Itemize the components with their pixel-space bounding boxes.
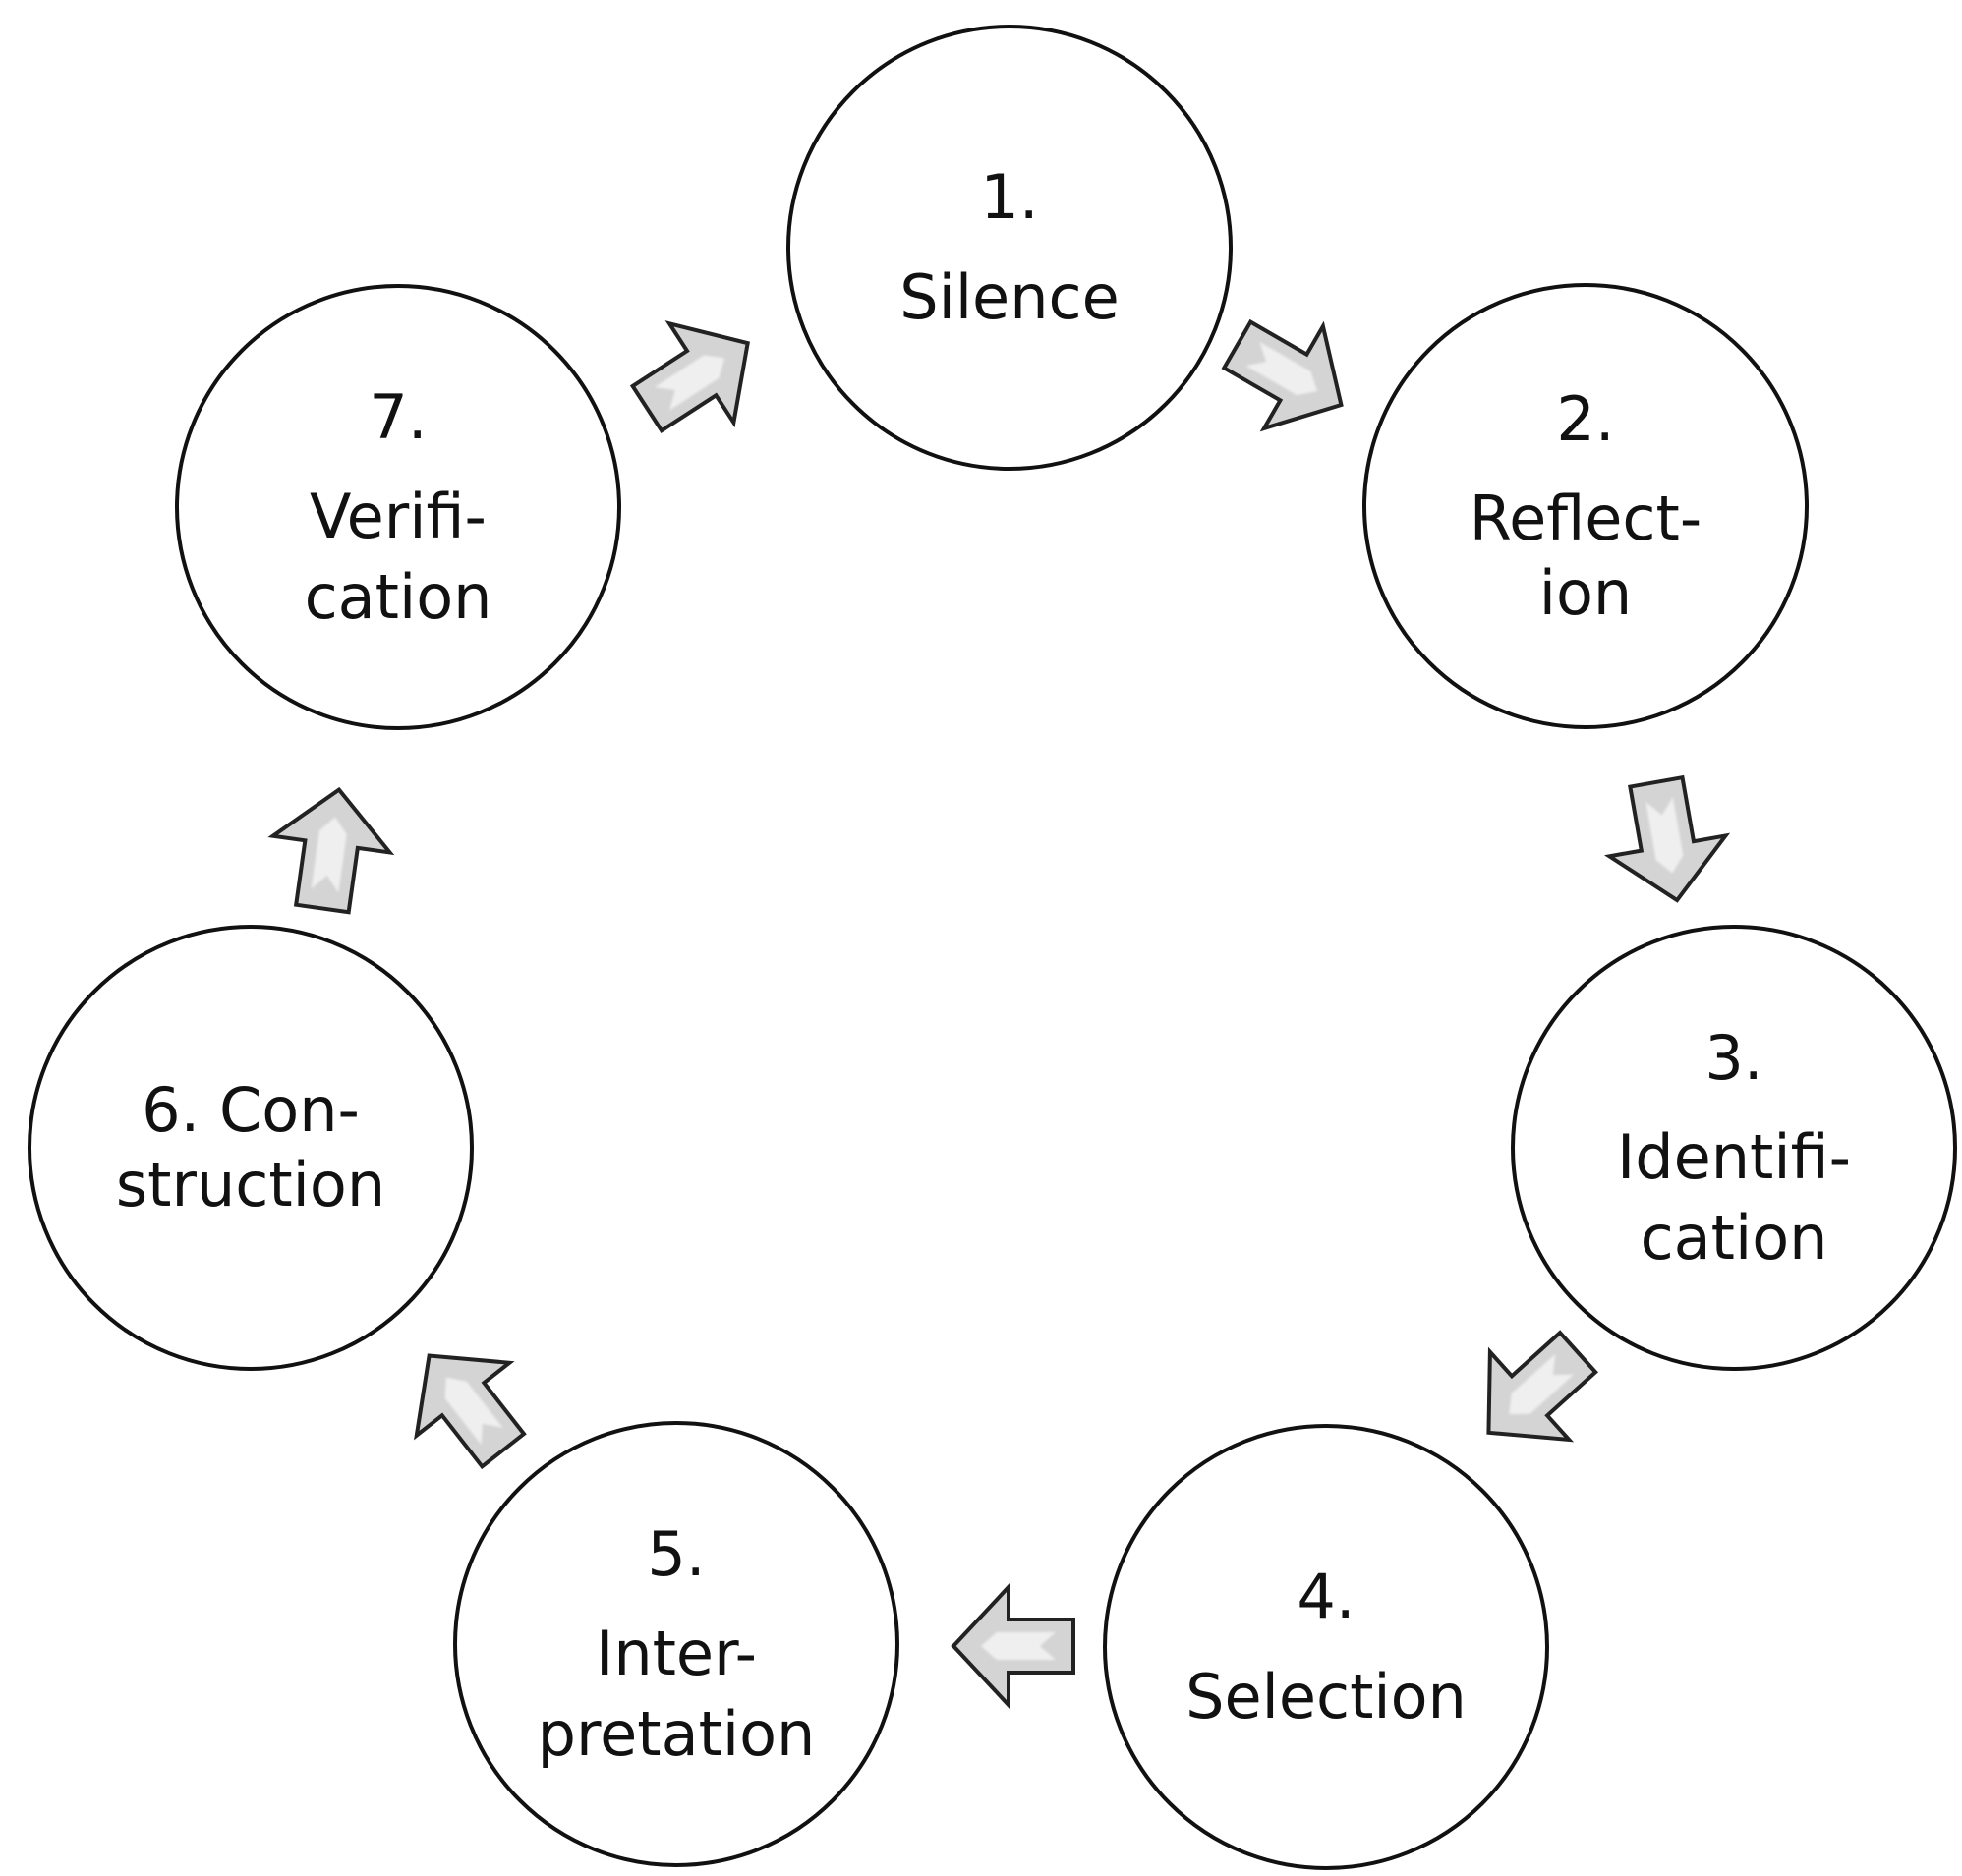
arrow-step-5-to-6 [414, 1353, 527, 1470]
arrow-highlight [1645, 797, 1684, 874]
step-7-circle: 7. Verifi- cation [175, 284, 621, 730]
step-2-number: 2. [1556, 382, 1615, 455]
step-5-number: 5. [647, 1517, 706, 1590]
step-4-label: Selection [1185, 1661, 1467, 1733]
arrow-step-6-to-7 [267, 786, 395, 915]
step-5-label-line-1: Inter- [596, 1618, 757, 1690]
step-3-label-line-1: Identifi- [1616, 1121, 1852, 1194]
step-3-circle: 3. Identifi- cation [1511, 925, 1957, 1371]
step-1-label: Silence [899, 261, 1120, 333]
arrow-highlight [1245, 341, 1318, 396]
arrow-step-1-to-2 [1221, 318, 1344, 432]
arrow-step-7-to-1 [629, 320, 750, 433]
step-6-label-line-1: 6. Con- [142, 1074, 360, 1147]
step-1-number: 1. [980, 161, 1039, 234]
step-5-circle: 5. Inter- pretation [453, 1421, 899, 1867]
arrow-highlight [654, 355, 725, 411]
step-2-circle: 2. Reflect- ion [1362, 283, 1809, 729]
step-1-circle: 1. Silence [786, 25, 1233, 471]
step-7-label-line-2: cation [304, 560, 492, 633]
arrow-step-4-to-5 [951, 1581, 1075, 1711]
arrow-step-3-to-4 [1486, 1330, 1598, 1443]
step-5-label-line-2: pretation [537, 1697, 816, 1770]
arrow-highlight [1509, 1353, 1575, 1415]
step-7-label-line-1: Verifi- [310, 481, 487, 553]
step-3-number: 3. [1704, 1021, 1763, 1094]
arrow-step-2-to-3 [1603, 774, 1731, 903]
arrow-highlight [444, 1377, 503, 1446]
step-6-label-line-2: struction [115, 1149, 386, 1221]
arrow-highlight [311, 817, 347, 893]
step-6-circle: 6. Con- struction [28, 925, 474, 1371]
step-2-label-line-2: ion [1538, 556, 1633, 629]
step-2-label-line-1: Reflect- [1469, 483, 1702, 555]
step-4-number: 4. [1297, 1561, 1356, 1633]
step-7-number: 7. [369, 380, 428, 453]
step-3-label-line-2: cation [1640, 1201, 1828, 1274]
step-4-circle: 4. Selection [1103, 1424, 1549, 1870]
arrow-highlight [981, 1632, 1056, 1660]
